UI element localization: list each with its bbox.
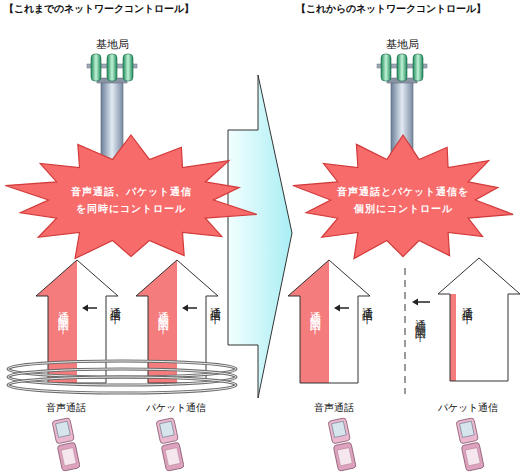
channel-label: パケット通信	[418, 401, 518, 415]
node-shape	[0, 133, 262, 267]
pointer-head	[412, 299, 418, 306]
mobile-phone	[328, 418, 356, 472]
ring-highlight	[8, 377, 236, 393]
phone-lid	[328, 418, 350, 444]
node-shape	[288, 258, 388, 388]
ring	[8, 369, 236, 385]
antenna-panel	[123, 54, 133, 81]
restricted-text: 通信制限中	[413, 310, 427, 325]
node-shape	[288, 133, 518, 267]
ring	[8, 361, 236, 377]
restricted-band	[450, 294, 456, 381]
arrow-outline	[136, 260, 218, 383]
arrow-body	[438, 258, 520, 381]
arrow-body	[288, 260, 370, 383]
arrow-body	[136, 260, 218, 383]
phone-lid	[456, 418, 478, 444]
mobile-phone	[456, 418, 484, 472]
arrow-outline	[36, 260, 118, 383]
restricted-text: 通信制限中	[156, 302, 170, 317]
traffic-arrow: 通信制限中 通信中	[404, 256, 520, 388]
antenna-panel	[91, 54, 101, 81]
phone-keypad	[337, 448, 352, 466]
pointer-line	[187, 307, 197, 309]
channel-label: 音声通話	[16, 401, 116, 415]
ring-highlight	[8, 369, 236, 385]
active-text: 通信中	[208, 298, 222, 307]
phone-body	[57, 442, 80, 471]
mobile-phone	[52, 418, 80, 472]
station-label: 基地局	[352, 37, 452, 52]
phone-screen	[460, 421, 475, 437]
traffic-arrow: 通信制限中 通信中	[136, 258, 236, 388]
node-shape	[36, 258, 136, 388]
traffic-arrow: 通信制限中 通信中	[36, 258, 136, 388]
arrow-outline	[438, 258, 520, 381]
restricted-text: 通信制限中	[56, 302, 70, 317]
traffic-arrow: 通信制限中 通信中	[288, 258, 388, 388]
active-text: 通信中	[460, 298, 474, 307]
panel-title: 【これからのネットワークコントロール】	[296, 2, 520, 16]
phone-body	[161, 442, 184, 471]
phone-keypad	[465, 448, 480, 466]
control-burst: 音声通話、パケット通信を同時にコントロール	[0, 133, 262, 267]
congestion-rings	[8, 361, 236, 393]
separator-line	[404, 268, 406, 394]
phone-screen	[56, 421, 71, 437]
pointer-line	[417, 301, 430, 303]
transition-arrow	[228, 75, 292, 398]
ring-highlight	[8, 361, 236, 377]
active-text: 通信中	[108, 298, 122, 307]
starburst	[5, 135, 257, 259]
channel-label: パケット通信	[126, 401, 226, 415]
pointer-head	[334, 305, 340, 312]
restricted-text: 通信制限中	[308, 302, 322, 317]
pointer-line	[339, 307, 349, 309]
antenna-panel	[413, 54, 423, 81]
pointer-head	[82, 305, 88, 312]
control-text: 音声通話、パケット通信を同時にコントロール	[69, 183, 193, 217]
starburst	[293, 135, 513, 259]
phone-lid	[156, 418, 178, 444]
control-text: 音声通話とパケット通信を個別にコントロール	[336, 183, 470, 217]
pointer-line	[87, 307, 97, 309]
channel-label: 音声通話	[284, 401, 384, 415]
arrow-body	[36, 260, 118, 383]
phone-keypad	[165, 448, 180, 466]
node-shape	[136, 258, 236, 388]
phone-lid	[52, 418, 74, 444]
antenna-panel	[381, 54, 391, 81]
antenna-panel	[107, 54, 117, 81]
mobile-phone	[156, 418, 184, 472]
antenna-panel	[397, 54, 407, 81]
active-text: 通信中	[360, 298, 374, 307]
pointer-head	[182, 305, 188, 312]
ring	[8, 377, 236, 393]
phone-keypad	[61, 448, 76, 466]
panel-title: 【これまでのネットワークコントロール】	[4, 2, 244, 16]
phone-body	[461, 442, 484, 471]
control-burst: 音声通話とパケット通信を個別にコントロール	[288, 133, 518, 267]
phone-body	[333, 442, 356, 471]
arrow-outline	[288, 260, 370, 383]
phone-screen	[160, 421, 175, 437]
station-label: 基地局	[62, 37, 162, 52]
phone-screen	[332, 421, 347, 437]
